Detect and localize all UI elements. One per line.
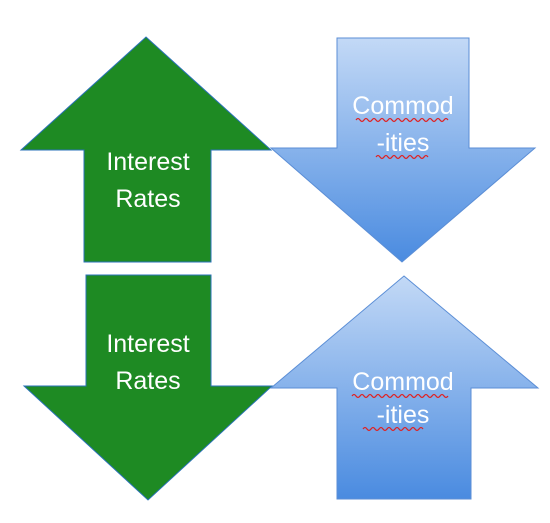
commodities-down-label-line1: Commod — [352, 92, 453, 120]
down-arrow-shape — [269, 37, 537, 263]
spellcheck-underline — [375, 154, 429, 160]
down-arrow-shape — [22, 274, 274, 501]
up-arrow-shape — [19, 36, 273, 263]
spellcheck-underline — [355, 117, 449, 123]
interest-rates-down-label-line1: Interest — [106, 330, 189, 358]
commodities-down-label-line2: -ities — [377, 129, 430, 157]
up-arrow-shape — [269, 275, 540, 500]
spellcheck-underline — [362, 426, 424, 432]
interest-rates-down-arrow: Interest Rates — [22, 274, 274, 501]
commodities-up-arrow: Commod -ities — [269, 275, 540, 500]
interest-rates-up-label-line2: Rates — [115, 185, 180, 213]
interest-rates-up-label-line1: Interest — [106, 148, 189, 176]
spellcheck-underline — [351, 393, 449, 399]
commodities-up-label-line1: Commod — [352, 368, 453, 396]
commodities-down-arrow: Commod -ities — [269, 37, 537, 263]
interest-rates-up-arrow: Interest Rates — [19, 36, 273, 263]
interest-rates-down-label-line2: Rates — [115, 367, 180, 395]
commodities-up-label-line2: -ities — [377, 401, 430, 429]
